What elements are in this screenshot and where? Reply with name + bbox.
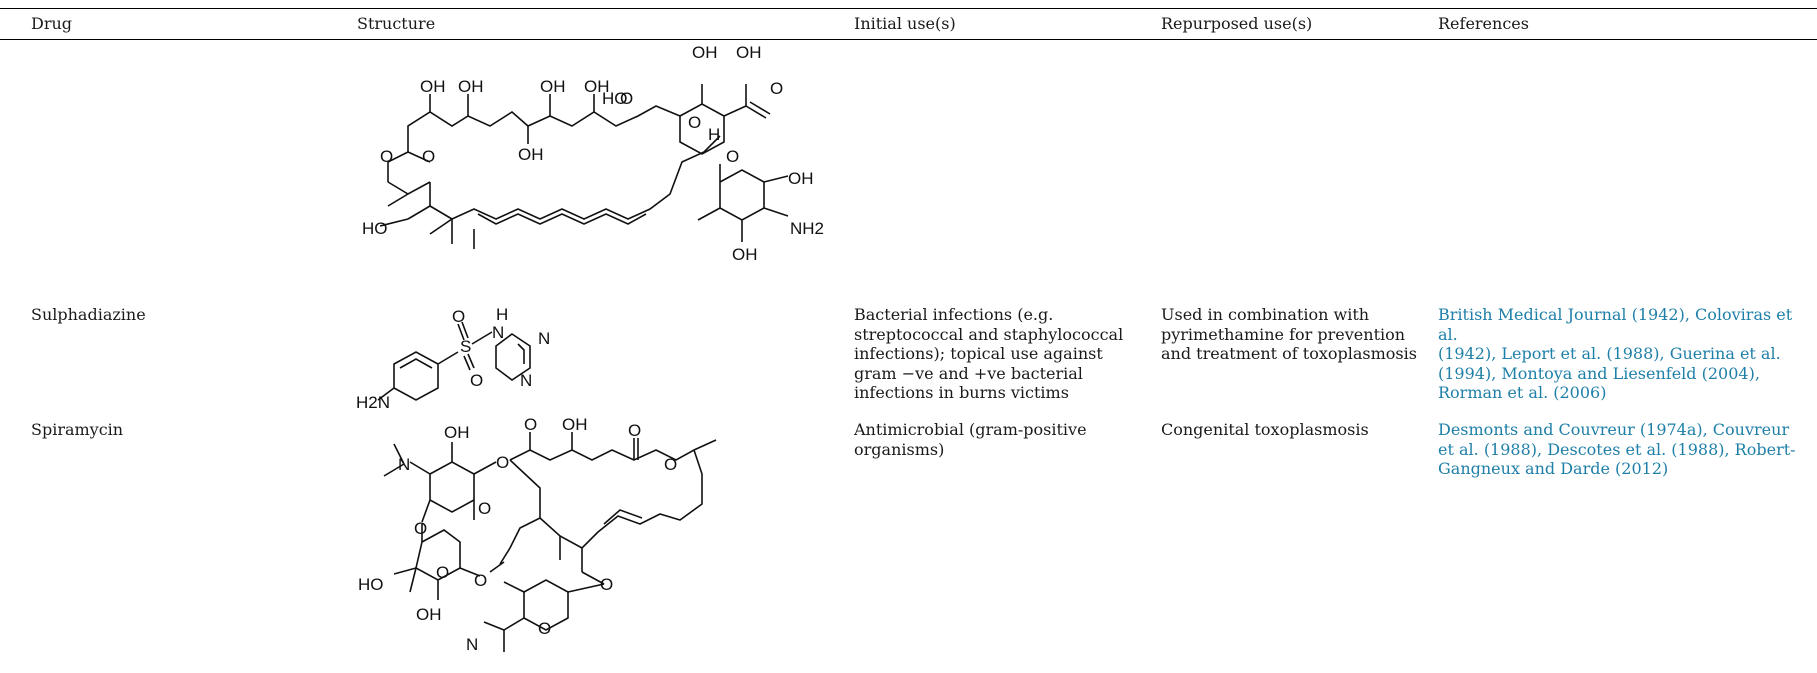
text-line: Used in combination with bbox=[1161, 305, 1370, 324]
atom-label: O bbox=[628, 421, 641, 440]
atom-label: O bbox=[620, 89, 633, 108]
text-line: infections in burns victims bbox=[854, 383, 1069, 402]
atom-label: OH bbox=[562, 415, 588, 434]
atom-label: O bbox=[664, 455, 677, 474]
structure-macrolide-polyene: OH OH OH OH OH OH OH HO O O O H O O OH O… bbox=[362, 43, 824, 264]
text-line: streptococcal and staphylococcal bbox=[854, 324, 1124, 344]
atom-label: O bbox=[414, 519, 427, 538]
atom-label: OH bbox=[458, 77, 484, 96]
drug-name-sulphadiazine: Sulphadiazine bbox=[31, 305, 146, 324]
atom-label: N bbox=[492, 323, 504, 342]
atom-label: OH bbox=[788, 169, 814, 188]
atom-label: N bbox=[398, 455, 410, 474]
atom-label: OH bbox=[736, 43, 762, 62]
atom-label: O bbox=[474, 571, 487, 590]
repurposed-uses-spiramycin: Congenital toxoplasmosis bbox=[1161, 420, 1431, 440]
atom-label: OH bbox=[692, 43, 718, 62]
references-sulphadiazine[interactable]: British Medical Journal (1942), Colovira… bbox=[1438, 305, 1813, 403]
atom-label: H2N bbox=[356, 393, 390, 412]
atom-label: S bbox=[460, 337, 471, 356]
text-line: Antimicrobial (gram-positive bbox=[854, 420, 1087, 439]
atom-label: OH bbox=[584, 77, 610, 96]
repurposed-uses-sulphadiazine: Used in combination with pyrimethamine f… bbox=[1161, 305, 1431, 364]
header-initial-uses: Initial use(s) bbox=[854, 14, 956, 33]
atom-label: OH bbox=[732, 245, 758, 264]
atom-label: O bbox=[524, 415, 537, 434]
atom-label: O bbox=[770, 79, 783, 98]
table-top-rule bbox=[0, 8, 1817, 9]
reference-line[interactable]: Rorman et al. (2006) bbox=[1438, 383, 1607, 402]
atom-label: OH bbox=[540, 77, 566, 96]
atom-label: OH bbox=[420, 77, 446, 96]
atom-label: O bbox=[600, 575, 613, 594]
text-line: organisms) bbox=[854, 439, 945, 459]
reference-line[interactable]: (1942), Leport et al. (1988), Guerina et… bbox=[1438, 344, 1781, 363]
structure-sulphadiazine: O H N S N O N H2N bbox=[356, 305, 550, 412]
atom-label: N bbox=[466, 635, 478, 654]
atom-label: HO bbox=[602, 89, 628, 108]
atom-label: O bbox=[470, 371, 483, 390]
atom-label: O bbox=[688, 113, 701, 132]
atom-label: HO bbox=[362, 219, 388, 238]
atom-label: OH bbox=[518, 145, 544, 164]
atom-label: O bbox=[726, 147, 739, 166]
header-repurposed-uses: Repurposed use(s) bbox=[1161, 14, 1313, 33]
header-references: References bbox=[1438, 14, 1529, 33]
reference-line[interactable]: et al. (1988), Descotes et al. (1988), R… bbox=[1438, 439, 1796, 459]
atom-label: NH2 bbox=[790, 219, 824, 238]
atom-label: N bbox=[520, 371, 532, 390]
atom-label: O bbox=[452, 307, 465, 326]
atom-label: N bbox=[538, 329, 550, 348]
references-spiramycin[interactable]: Desmonts and Couvreur (1974a), Couvreur … bbox=[1438, 420, 1813, 479]
atom-label: H bbox=[708, 125, 720, 144]
text-line: Bacterial infections (e.g. bbox=[854, 305, 1054, 324]
atom-label: O bbox=[496, 453, 509, 472]
atom-label: O bbox=[538, 619, 551, 638]
drug-name-spiramycin: Spiramycin bbox=[31, 420, 124, 439]
initial-uses-sulphadiazine: Bacterial infections (e.g. streptococcal… bbox=[854, 305, 1154, 403]
text-line: pyrimethamine for prevention bbox=[1161, 324, 1406, 344]
text-line: and treatment of toxoplasmosis bbox=[1161, 344, 1417, 363]
atom-label: HO bbox=[358, 575, 384, 594]
reference-line[interactable]: Desmonts and Couvreur (1974a), Couvreur bbox=[1438, 420, 1790, 439]
text-line: gram −ve and +ve bacterial bbox=[854, 363, 1083, 383]
initial-uses-spiramycin: Antimicrobial (gram-positive organisms) bbox=[854, 420, 1154, 459]
atom-label: O bbox=[380, 147, 393, 166]
header-structure: Structure bbox=[357, 14, 436, 33]
structure-spiramycin: OH N O O O O O OH O O O O HO O OH N bbox=[358, 415, 717, 654]
atom-label: O bbox=[436, 563, 449, 582]
reference-line[interactable]: Gangneux and Darde (2012) bbox=[1438, 459, 1669, 478]
atom-label: O bbox=[478, 499, 491, 518]
text-line: Congenital toxoplasmosis bbox=[1161, 420, 1369, 439]
atom-label: OH bbox=[444, 423, 470, 442]
header-drug: Drug bbox=[31, 14, 73, 33]
reference-line[interactable]: British Medical Journal (1942), Colovira… bbox=[1438, 305, 1793, 344]
reference-line[interactable]: (1994), Montoya and Liesenfeld (2004), bbox=[1438, 363, 1760, 383]
atom-label: O bbox=[422, 147, 435, 166]
atom-label: OH bbox=[416, 605, 442, 624]
text-line: infections); topical use against bbox=[854, 344, 1103, 363]
table-header-rule bbox=[0, 39, 1817, 40]
atom-label: H bbox=[496, 305, 508, 324]
